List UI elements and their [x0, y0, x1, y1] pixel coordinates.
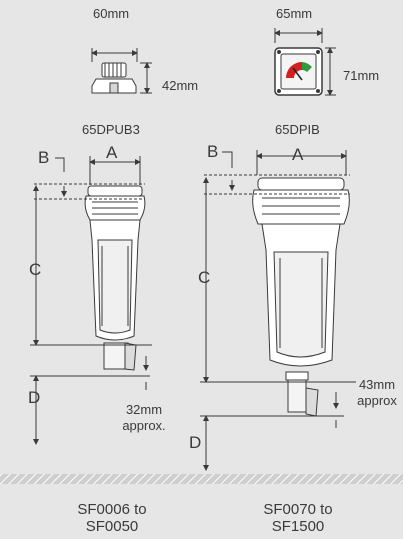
left-dim-a: A: [106, 143, 118, 162]
left-dim-d: D: [28, 388, 41, 407]
left-clearance: 32mm approx.: [112, 402, 176, 434]
left-filter-drawing: [30, 156, 152, 445]
gauge-pib-model: 65DPIB: [275, 122, 320, 137]
left-range-line2: SF0050: [85, 518, 139, 535]
left-clearance-note: approx.: [122, 418, 166, 433]
right-dim-b: B: [207, 142, 219, 161]
right-dim-d: D: [189, 433, 202, 452]
gauge-pub-height: 42mm: [162, 78, 199, 93]
gauge-pub-width: 60mm: [93, 6, 130, 21]
right-filter-drawing: [200, 150, 356, 471]
left-range-line1: SF0006 to: [77, 501, 147, 518]
left-clearance-value: 32mm: [125, 402, 163, 417]
right-dim-c: C: [198, 268, 211, 287]
floor-hatch: [0, 474, 403, 484]
right-model-range: SF0070 to SF1500: [238, 501, 358, 535]
right-clearance-note: approx: [357, 393, 397, 408]
gauge-pib-width: 65mm: [276, 6, 313, 21]
left-dim-c: C: [29, 260, 42, 279]
right-range-line2: SF1500: [271, 518, 325, 535]
right-dim-a: A: [292, 145, 304, 164]
left-dim-b: B: [38, 148, 50, 167]
right-clearance: 43mm approx: [352, 377, 402, 409]
right-clearance-value: 43mm: [358, 377, 396, 392]
gauge-pib-drawing: [274, 28, 336, 96]
right-range-line1: SF0070 to: [263, 501, 333, 518]
gauge-pub-drawing: [91, 48, 152, 94]
left-model-range: SF0006 to SF0050: [52, 501, 172, 535]
gauge-pib-height: 71mm: [343, 68, 380, 83]
gauge-pub-model: 65DPUB3: [82, 122, 140, 137]
